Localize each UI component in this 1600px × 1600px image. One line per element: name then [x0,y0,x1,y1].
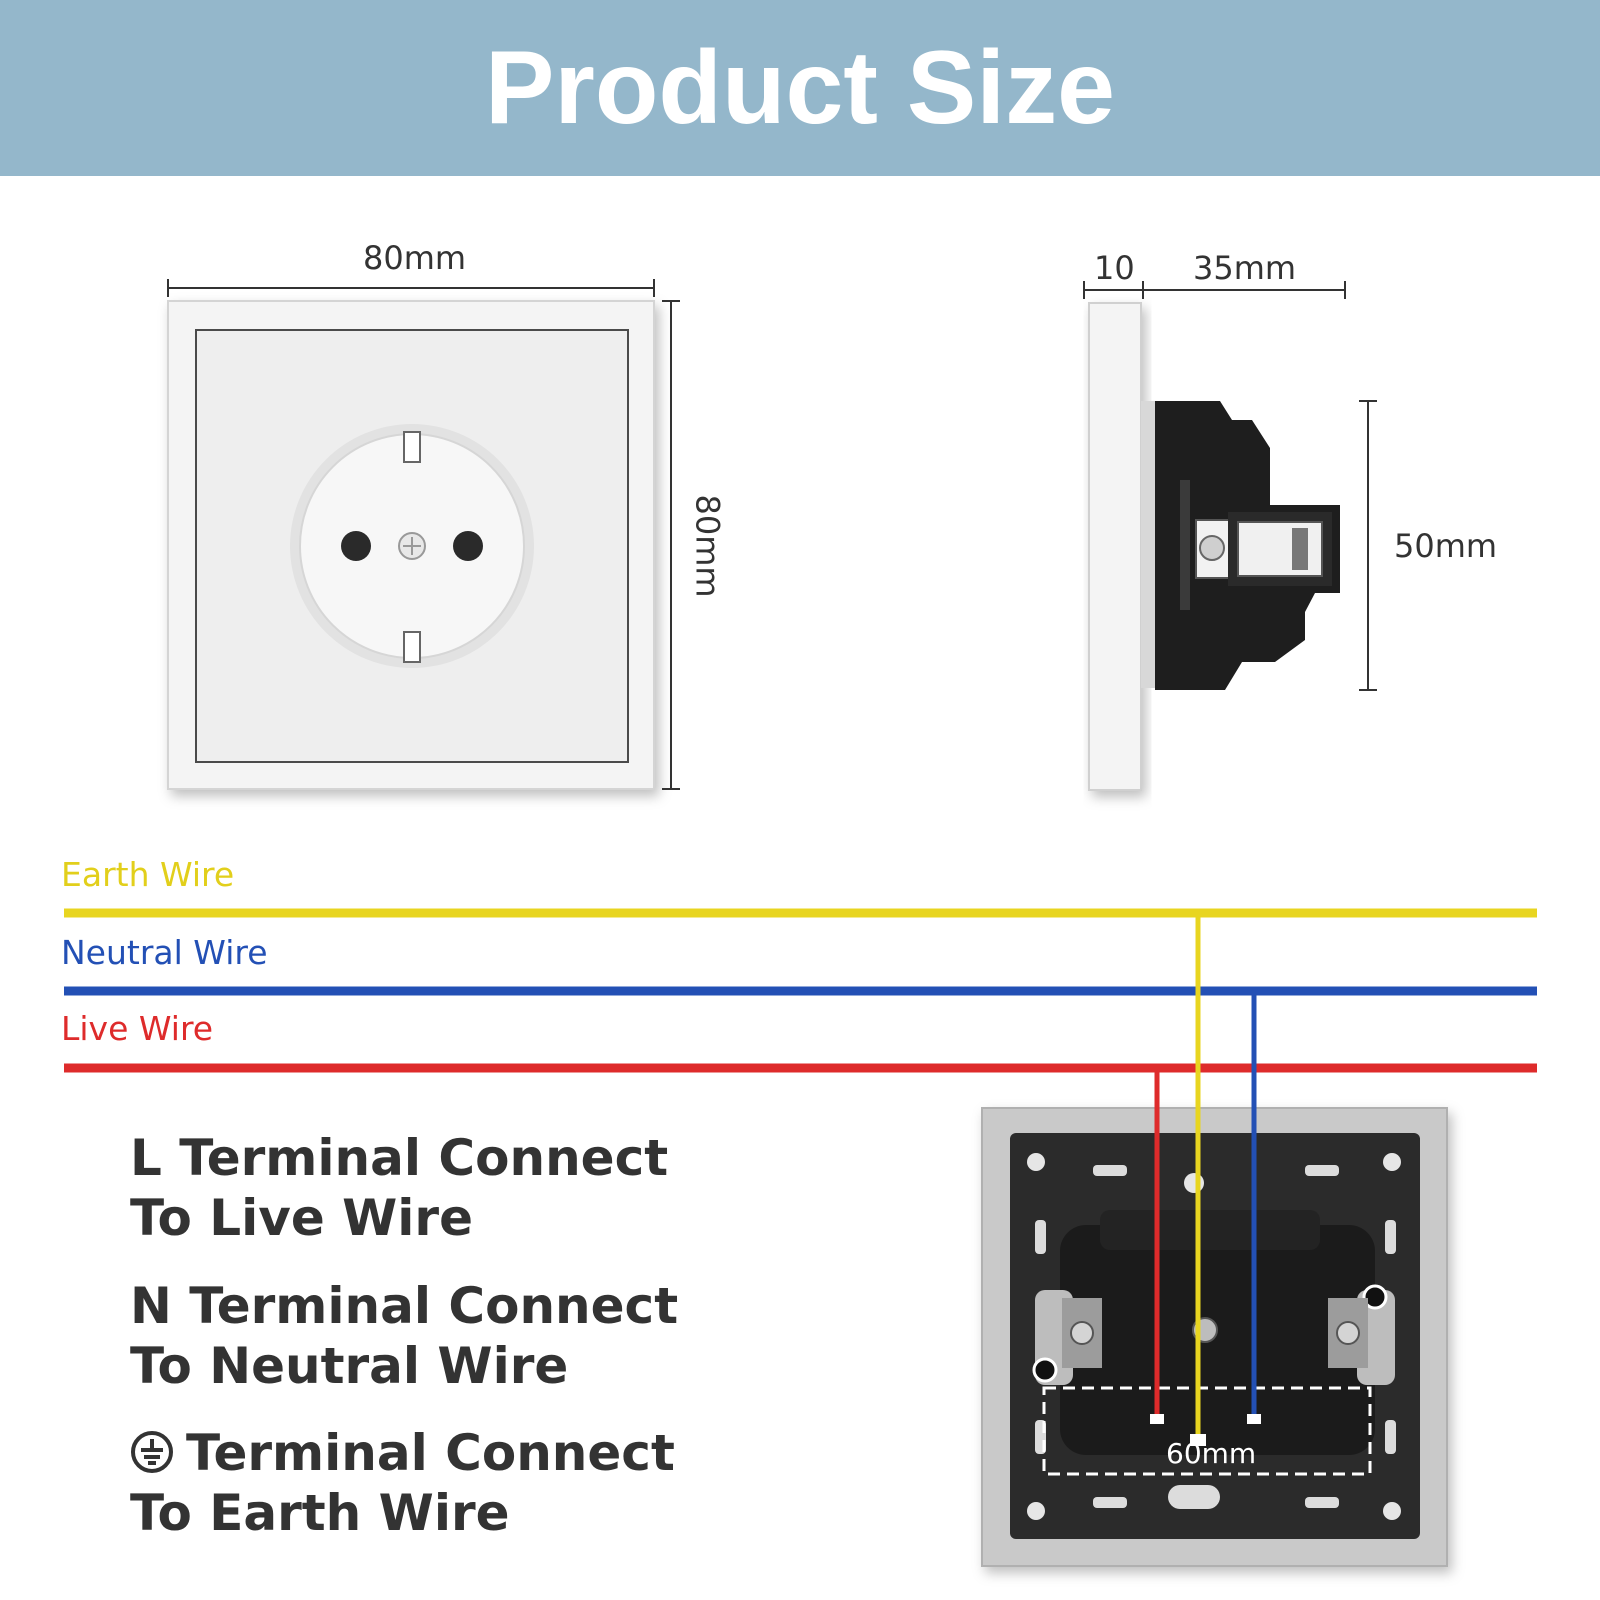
side-depth-dimension-line [1083,281,1346,299]
side-view-socket [1088,302,1340,791]
instruction-earth-line1: Terminal Connect [186,1424,675,1482]
front-height-dimension-line [662,300,680,790]
front-width-label: 80mm [363,239,467,277]
side-depth-label: 35mm [1193,249,1297,287]
instruction-live: L Terminal Connect To Live Wire [130,1128,668,1248]
title-banner: Product Size [0,0,1600,176]
instruction-live-line1: L Terminal Connect [130,1129,669,1187]
instruction-live-line2: To Live Wire [130,1189,473,1247]
instruction-neutral-line1: N Terminal Connect [130,1277,679,1335]
pin-hole-right [453,531,483,561]
earth-ground-icon [131,1431,173,1473]
front-view-socket [167,300,655,790]
side-height-dimension-line [1359,400,1377,691]
neutral-wire-label: Neutral Wire [61,933,268,972]
instruction-earth: Terminal Connect To Earth Wire [130,1423,675,1543]
side-height-label: 50mm [1394,527,1498,565]
instruction-earth-line2: To Earth Wire [130,1484,510,1542]
pin-hole-left [341,531,371,561]
back-mount-label: 60mm [1166,1437,1257,1470]
instruction-neutral-line2: To Neutral Wire [130,1337,569,1395]
earth-wire-label: Earth Wire [61,855,235,894]
page-title: Product Size [485,30,1115,146]
instruction-neutral: N Terminal Connect To Neutral Wire [130,1276,678,1396]
live-wire-label: Live Wire [61,1009,214,1048]
front-width-dimension-line [167,279,655,297]
front-height-label: 80mm [688,494,727,598]
back-view-socket [981,1107,1448,1567]
side-panel-label: 10 [1094,249,1135,287]
